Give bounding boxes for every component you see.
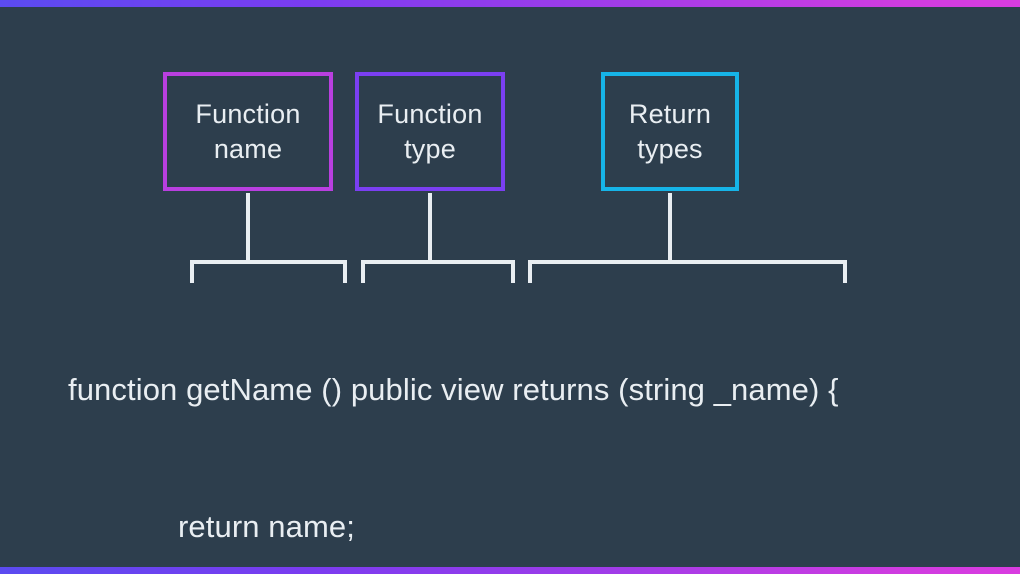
code-line-2: return name; [178, 508, 355, 544]
code-line-1: function getName () public view returns … [68, 372, 839, 408]
callout-box-return-types: Return types [601, 72, 739, 191]
top-gradient-bar [0, 0, 1020, 7]
bottom-gradient-bar [0, 567, 1020, 574]
callout-label-line1: Return [628, 98, 712, 129]
callout-label-line1: Function [195, 98, 301, 129]
callout-label-line2: type [404, 133, 456, 164]
callout-box-function-type: Function type [355, 72, 505, 191]
callout-box-function-name: Function name [163, 72, 333, 191]
code-snippet: function getName () public view returns … [0, 276, 1020, 574]
callout-label-line2: types [637, 133, 703, 164]
callout-label-line1: Function [377, 98, 483, 129]
callout-label-line2: name [213, 133, 283, 164]
